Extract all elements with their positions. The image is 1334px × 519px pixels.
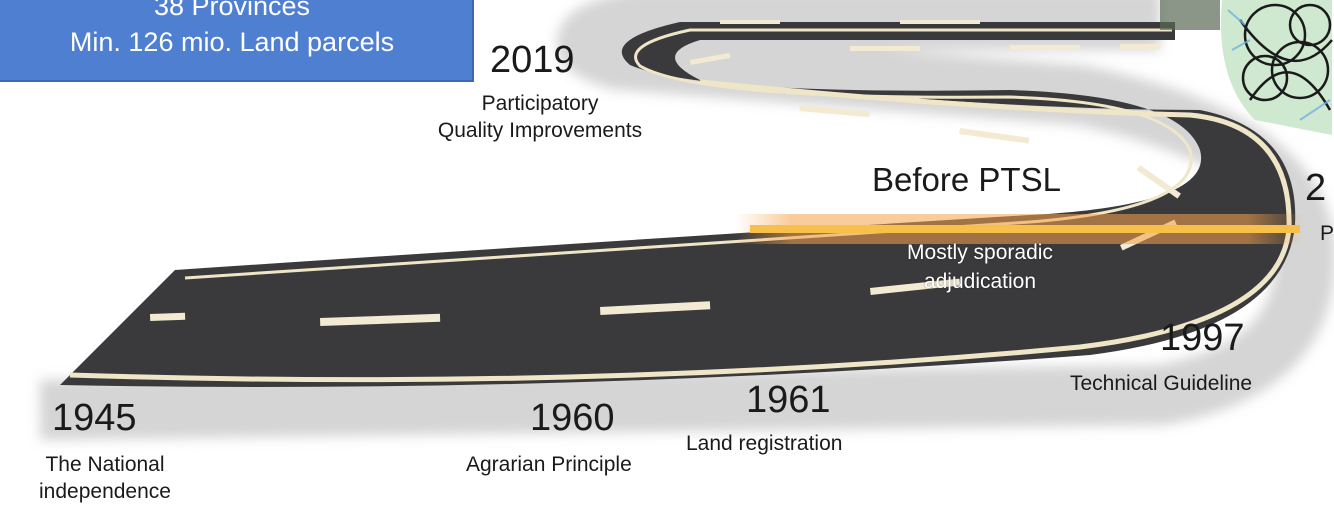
label-1945: The National independence xyxy=(0,451,210,505)
label-1945-line1: The National xyxy=(45,453,165,476)
phase-subtitle: Mostly sporadic adjudication xyxy=(860,238,1100,296)
year-1961: 1961 xyxy=(746,379,831,421)
highlight-bar xyxy=(750,225,1300,233)
year-2019: 2019 xyxy=(490,39,575,81)
year-1960: 1960 xyxy=(530,397,615,439)
label-1997: Technical Guideline xyxy=(1070,372,1253,395)
year-cropped: 2 xyxy=(1305,167,1327,209)
phase-title: Before PTSL xyxy=(872,161,1061,198)
label-1960: Agrarian Principle xyxy=(466,453,632,476)
label-2019: Participatory Quality Improvements xyxy=(380,90,700,144)
label-cropped: P xyxy=(1320,222,1334,245)
label-1961: Land registration xyxy=(686,432,843,455)
road-surface xyxy=(60,22,1296,387)
label-2019-line1: Participatory xyxy=(481,92,599,115)
label-1945-line2: independence xyxy=(39,480,171,503)
callout-line-parcels: Min. 126 mio. Land parcels xyxy=(69,27,395,57)
phase-subtitle-line2: adjudication xyxy=(923,270,1037,293)
callout-line-provinces: 38 Provinces xyxy=(153,0,311,21)
year-1997: 1997 xyxy=(1160,317,1245,359)
map-parcels-illustration xyxy=(1160,0,1333,135)
phase-subtitle-line1: Mostly sporadic xyxy=(907,241,1053,264)
year-1945: 1945 xyxy=(52,397,137,439)
label-2019-line2: Quality Improvements xyxy=(437,119,643,142)
summary-callout: 38 Provinces Min. 126 mio. Land parcels xyxy=(0,0,474,82)
